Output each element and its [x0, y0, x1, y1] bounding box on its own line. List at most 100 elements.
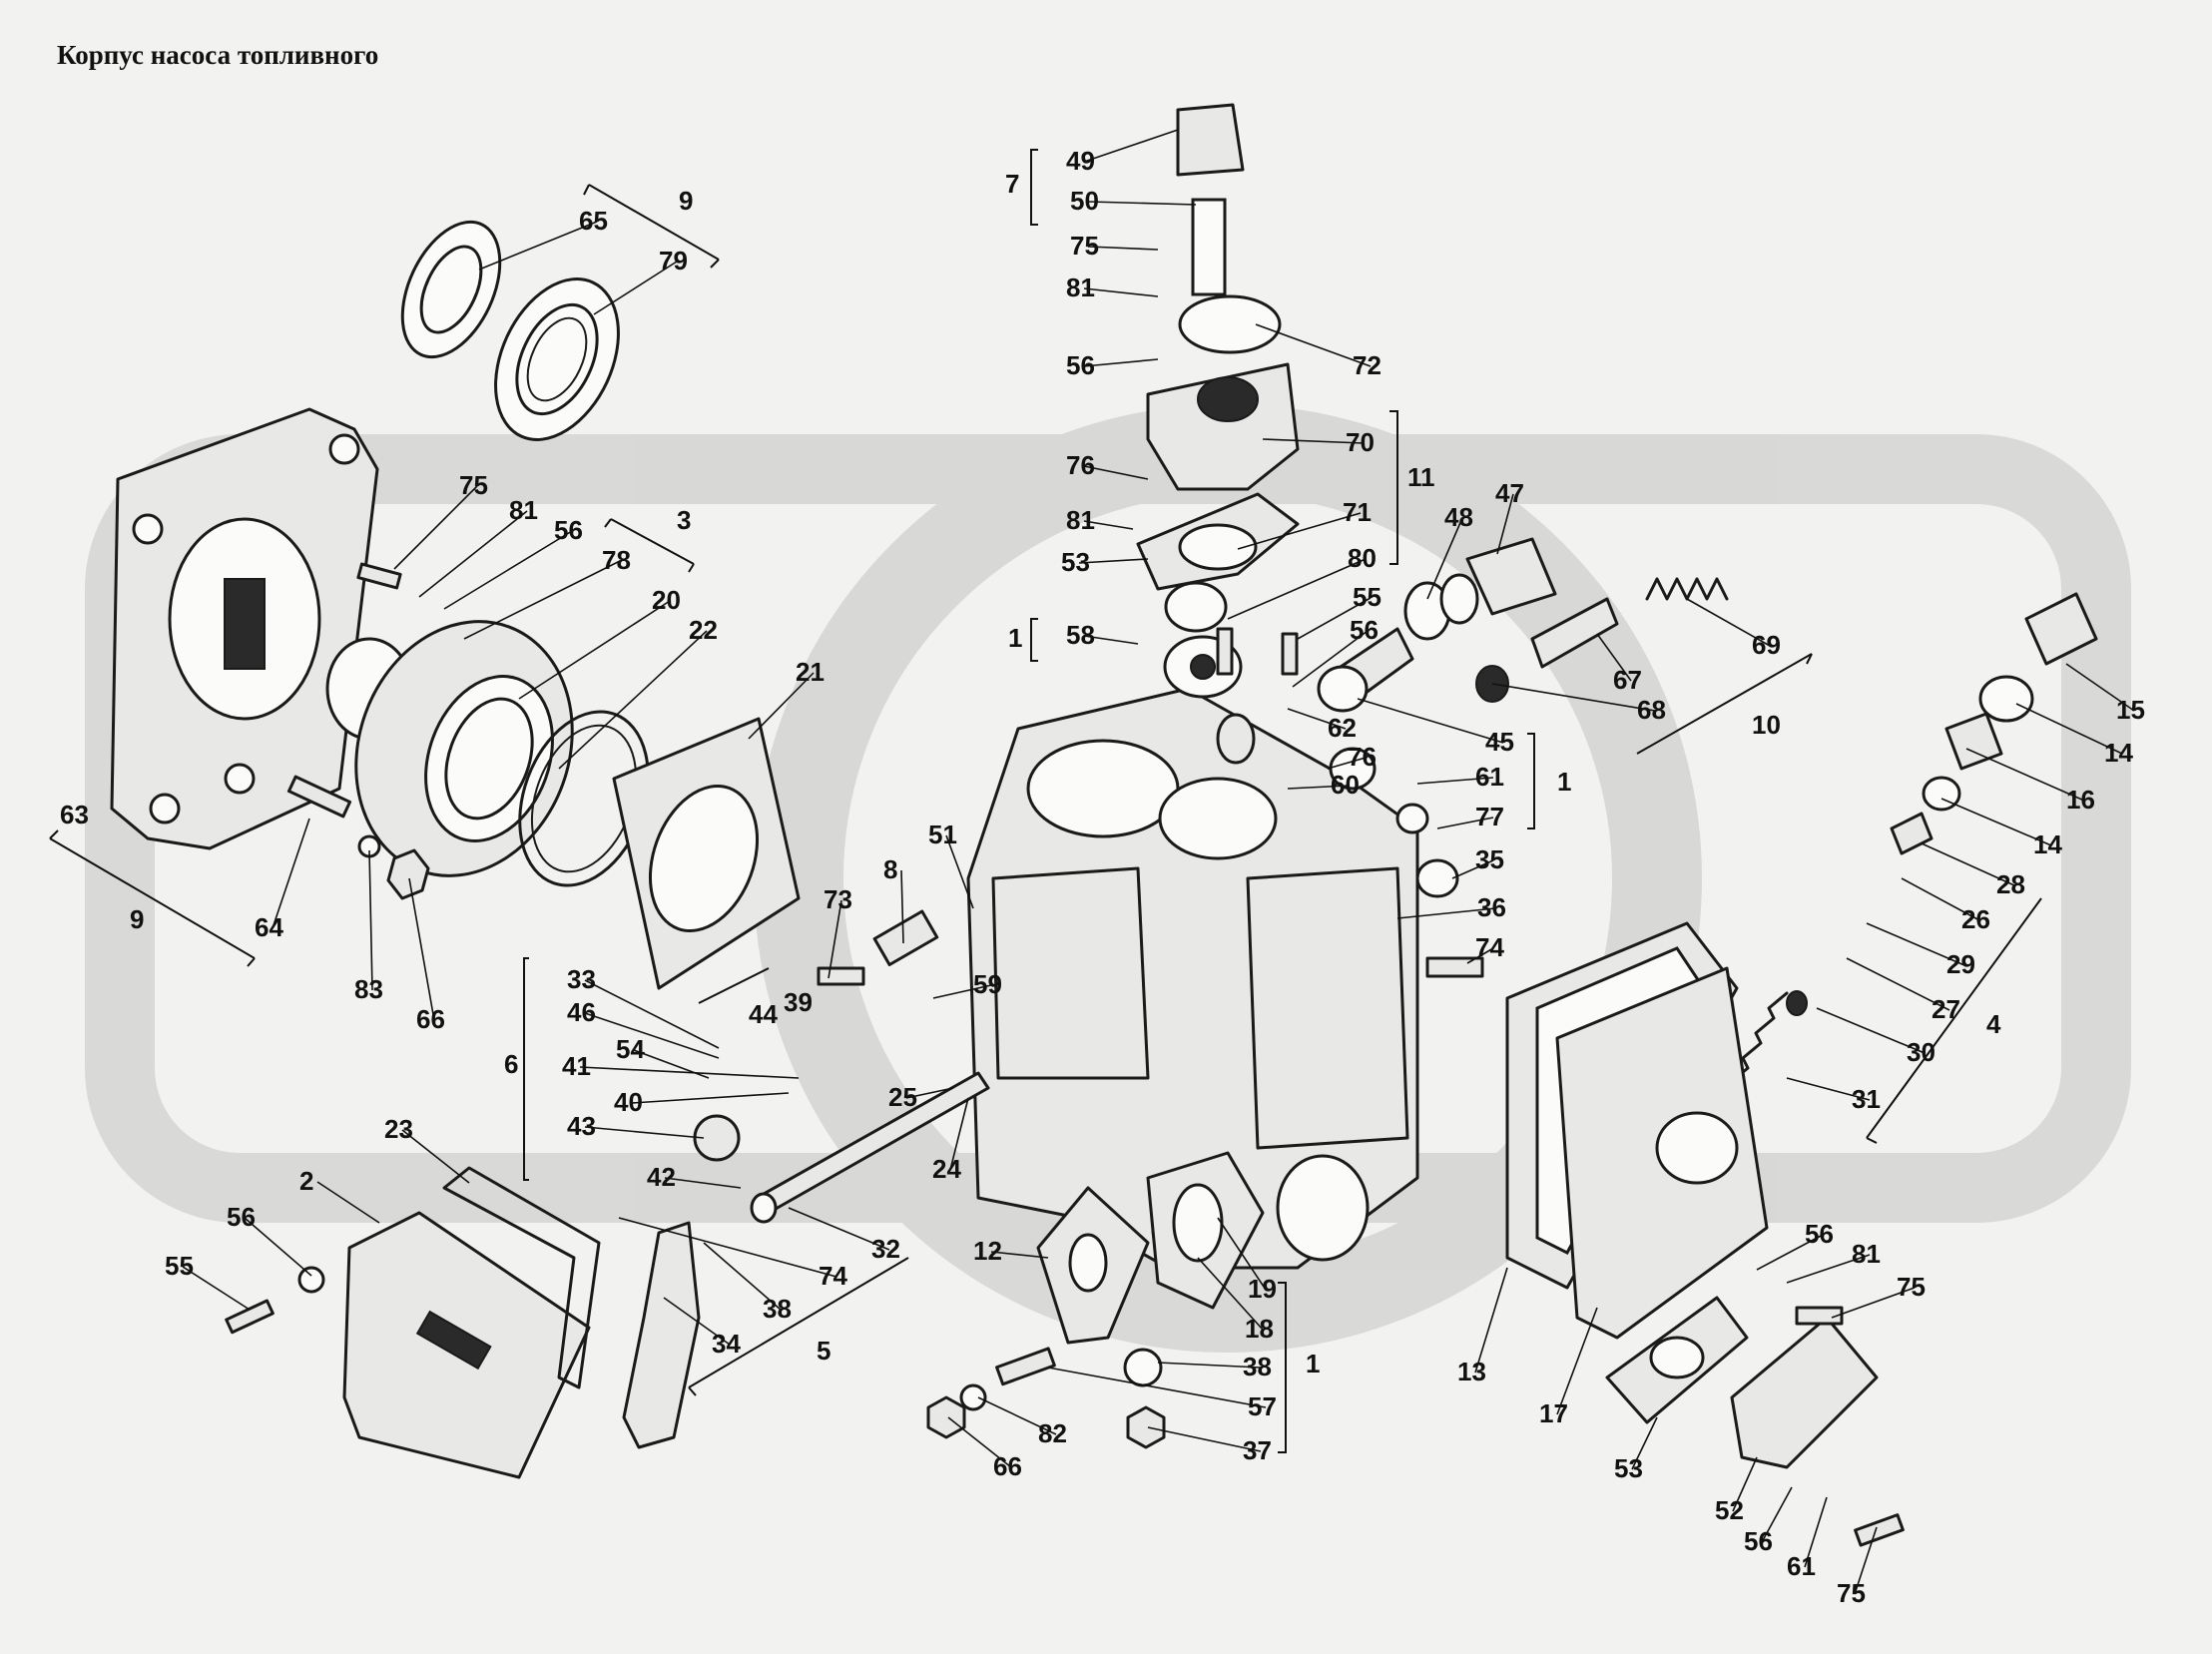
callout-1: 1: [1306, 1349, 1320, 1378]
callout-55: 55: [165, 1251, 194, 1281]
callout-4: 4: [1986, 1009, 2001, 1039]
callout-24: 24: [932, 1154, 961, 1184]
callout-56: 56: [1066, 350, 1095, 380]
callout-78: 78: [602, 545, 631, 575]
callout-26: 26: [1961, 904, 1990, 934]
callout-68: 68: [1637, 695, 1666, 725]
callout-22: 22: [689, 615, 718, 645]
callout-69: 69: [1752, 630, 1781, 660]
callout-52: 52: [1715, 1495, 1744, 1525]
leader-line-74: [618, 1217, 837, 1278]
leader-line-77: [1436, 817, 1494, 829]
callout-74: 74: [1475, 932, 1504, 962]
part-shaft-32: [750, 1071, 990, 1224]
leader-line-30: [1816, 1007, 1926, 1054]
leader-line-81: [1083, 287, 1159, 297]
callout-81: 81: [1066, 273, 1095, 302]
part-bearing-79: [494, 277, 620, 441]
leader-line-79: [593, 261, 678, 315]
leader-line-81: [1083, 520, 1134, 530]
leader-line-62: [1287, 708, 1347, 730]
callout-8: 8: [883, 854, 897, 884]
part-gasket-12: [1036, 1186, 1150, 1345]
callout-79: 79: [659, 246, 688, 276]
callout-56: 56: [554, 515, 583, 545]
callout-67: 67: [1613, 665, 1642, 695]
leader-line-51: [945, 834, 974, 909]
leader-line-67: [1596, 633, 1632, 682]
callout-75: 75: [1837, 1578, 1866, 1608]
leader-line-38: [703, 1242, 782, 1311]
leader-line-55: [1297, 597, 1372, 640]
leader-line-29: [1866, 922, 1965, 966]
callout-30: 30: [1907, 1037, 1936, 1067]
leader-line-18: [1197, 1257, 1264, 1331]
callout-64: 64: [255, 912, 283, 942]
callout-56: 56: [1744, 1526, 1773, 1556]
leader-line-69: [1686, 598, 1771, 647]
leader-line-14: [2015, 703, 2123, 755]
callout-31: 31: [1852, 1084, 1881, 1114]
callout-75: 75: [459, 470, 488, 500]
leader-line-15: [2065, 663, 2135, 712]
callout-53: 53: [1614, 1453, 1643, 1483]
callout-41: 41: [562, 1051, 591, 1081]
callout-9: 9: [130, 904, 144, 934]
leader-line-56: [443, 530, 573, 610]
diagram-title: Корпус насоса топливного: [57, 40, 379, 70]
leader-line-50: [1087, 201, 1197, 206]
callout-32: 32: [871, 1234, 900, 1264]
callout-37: 37: [1243, 1435, 1272, 1465]
callout-70: 70: [1346, 427, 1375, 457]
leader-line-28: [1921, 842, 2015, 886]
leader-line-23: [401, 1129, 470, 1184]
leader-line-16: [1965, 748, 2085, 802]
callout-74: 74: [819, 1261, 847, 1291]
callout-77: 77: [1475, 802, 1504, 831]
leader-line-49: [1083, 129, 1179, 163]
leader-line-55: [182, 1266, 251, 1311]
part-cover-17: [1555, 966, 1769, 1340]
callout-71: 71: [1343, 497, 1372, 527]
leader-line-41: [579, 1066, 800, 1079]
callout-81: 81: [1852, 1239, 1881, 1269]
callout-56: 56: [227, 1202, 256, 1232]
leader-line-22: [558, 630, 708, 770]
leader-line-71: [1237, 512, 1362, 550]
callout-12: 12: [973, 1236, 1002, 1266]
callout-61: 61: [1787, 1551, 1816, 1581]
leader-line-56: [1083, 358, 1159, 367]
leader-line-25: [905, 1087, 954, 1099]
leader-line-75: [1854, 1526, 1878, 1595]
callout-15: 15: [2116, 695, 2145, 725]
part-plate-21: [612, 717, 801, 990]
callout-47: 47: [1495, 478, 1524, 508]
callout-36: 36: [1477, 892, 1506, 922]
leader-line-60: [1287, 785, 1350, 790]
callout-23: 23: [384, 1114, 413, 1144]
leader-line-36: [1396, 907, 1496, 919]
leader-line-27: [1846, 957, 1950, 1011]
leader-line-42: [664, 1177, 742, 1189]
callout-73: 73: [824, 884, 852, 914]
callout-9: 9: [679, 186, 693, 216]
leader-line-64: [272, 818, 310, 929]
callout-82: 82: [1038, 1418, 1067, 1448]
callout-75: 75: [1897, 1272, 1926, 1302]
callout-3: 3: [677, 505, 691, 535]
leader-line-76: [1327, 757, 1367, 770]
callout-51: 51: [928, 820, 957, 849]
callout-11: 11: [1407, 462, 1435, 492]
callout-61: 61: [1475, 762, 1504, 792]
callout-81: 81: [509, 495, 538, 525]
leader-line-38: [1157, 1362, 1262, 1369]
part-gasket-23: [442, 1166, 601, 1389]
callout-27: 27: [1932, 994, 1960, 1024]
callout-56: 56: [1805, 1219, 1834, 1249]
leader-line-72: [1255, 323, 1372, 367]
callout-56: 56: [1350, 615, 1379, 645]
callout-45: 45: [1485, 727, 1514, 757]
leader-line-81: [418, 510, 528, 598]
leader-line-45: [1357, 698, 1504, 744]
callout-25: 25: [888, 1082, 917, 1112]
